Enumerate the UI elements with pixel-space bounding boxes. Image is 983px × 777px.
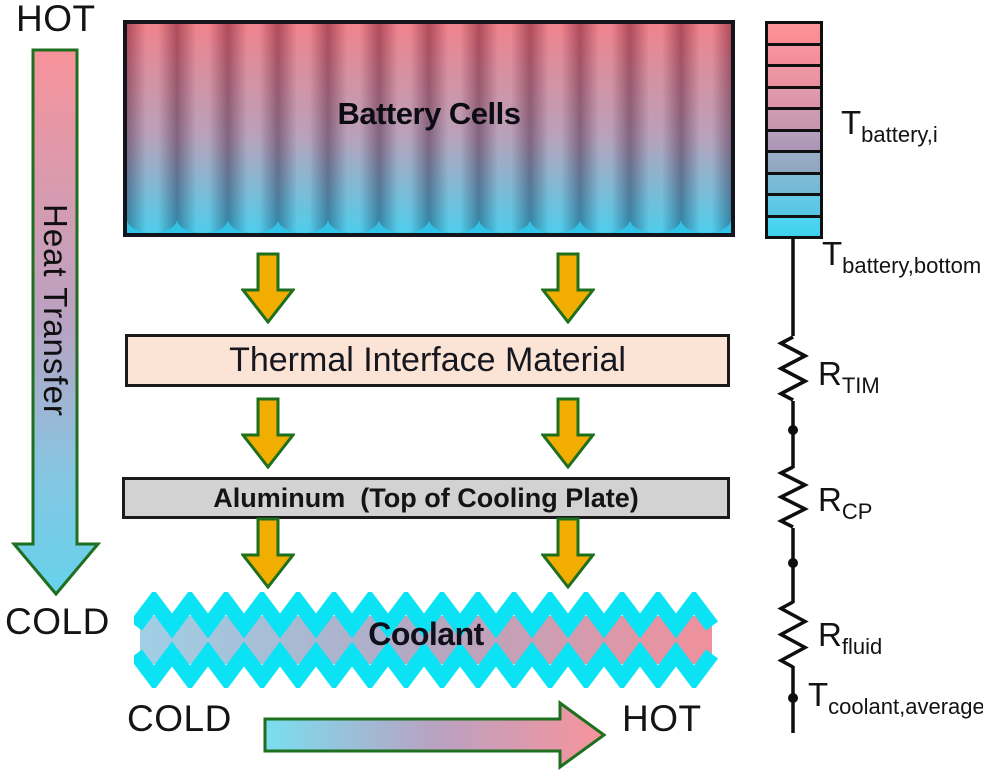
battery-cell (378, 24, 429, 233)
battery-cells-title: Battery Cells (337, 96, 521, 131)
battery-cell (680, 24, 731, 233)
r-fluid-label: Rfluid (818, 618, 882, 658)
r-cp-base: R (818, 481, 842, 518)
hot-label-bottom: HOT (622, 698, 702, 739)
t-battery-bottom-label: Tbattery,bottom (822, 237, 981, 277)
resistor-cp (777, 465, 809, 529)
battery-cell (479, 24, 530, 233)
temperature-stack-segment (768, 196, 820, 218)
aluminum-cooling-plate-label: Aluminum (Top of Cooling Plate) (213, 482, 639, 513)
thermal-interface-material-box: Thermal Interface Material (125, 334, 730, 387)
t-battery-i-label: Tbattery,i (841, 106, 938, 146)
resistor-fluid (777, 600, 809, 669)
coolant-channel (134, 592, 718, 688)
t-battery-bottom-base: T (822, 235, 843, 272)
t-coolant-average-sub: coolant,average (828, 694, 983, 719)
coolant-label: Coolant (368, 616, 484, 652)
temperature-stack-segment (768, 131, 820, 153)
battery-cell (630, 24, 681, 233)
coolant-flow-arrow (263, 700, 607, 770)
r-fluid-base: R (818, 616, 842, 653)
hot-label-top: HOT (16, 0, 96, 39)
heat-flow-arrow (541, 517, 595, 589)
cold-label-bottom: COLD (127, 698, 232, 739)
coolant-zigzag-bottom (134, 641, 718, 688)
heat-flow-arrow (241, 517, 295, 589)
battery-temperature-stack (765, 21, 823, 239)
temperature-stack-segment (768, 88, 820, 110)
thermal-resistance-circuit (777, 237, 809, 733)
battery-cell (579, 24, 631, 233)
battery-cell (529, 24, 580, 233)
r-tim-base: R (818, 355, 842, 392)
battery-cell (227, 24, 278, 233)
r-fluid-sub: fluid (841, 634, 883, 659)
battery-cell (328, 24, 379, 233)
battery-cell (177, 24, 228, 233)
temperature-stack-segment (768, 24, 820, 46)
r-tim-label: RTIM (818, 357, 880, 397)
battery-cell (127, 24, 178, 233)
temperature-stack-segment (768, 174, 820, 196)
r-cp-label: RCP (818, 483, 872, 523)
t-coolant-average-label: Tcoolant,average (808, 678, 983, 718)
battery-cell (428, 24, 480, 233)
temperature-stack-segment (768, 45, 820, 67)
heat-transfer-label: Heat Transfer (37, 203, 74, 417)
temperature-stack-segment (768, 153, 820, 175)
heat-flow-arrow (541, 397, 595, 469)
cold-label-left: COLD (5, 601, 110, 642)
heat-transfer-arrow (10, 48, 102, 597)
circuit-node (788, 693, 798, 703)
coolant-zigzag-top (134, 592, 718, 639)
r-tim-sub: TIM (841, 373, 880, 398)
t-coolant-average-base: T (808, 676, 829, 713)
t-battery-bottom-sub: battery,bottom (842, 253, 982, 278)
r-cp-sub: CP (841, 499, 873, 524)
circuit-node (788, 558, 798, 568)
heat-flow-arrow (241, 252, 295, 324)
heat-flow-arrow (241, 397, 295, 469)
temperature-stack-segment (768, 217, 820, 236)
aluminum-cooling-plate-box: Aluminum (Top of Cooling Plate) (122, 477, 730, 519)
temperature-stack-segment (768, 110, 820, 132)
heat-flow-arrow (541, 252, 595, 324)
temperature-stack-segment (768, 67, 820, 89)
circuit-node (788, 425, 798, 435)
battery-cell (277, 24, 329, 233)
battery-cells-box (123, 20, 735, 237)
thermal-interface-material-label: Thermal Interface Material (229, 341, 626, 379)
t-battery-i-sub: battery,i (861, 122, 938, 147)
t-battery-i-base: T (841, 104, 862, 141)
